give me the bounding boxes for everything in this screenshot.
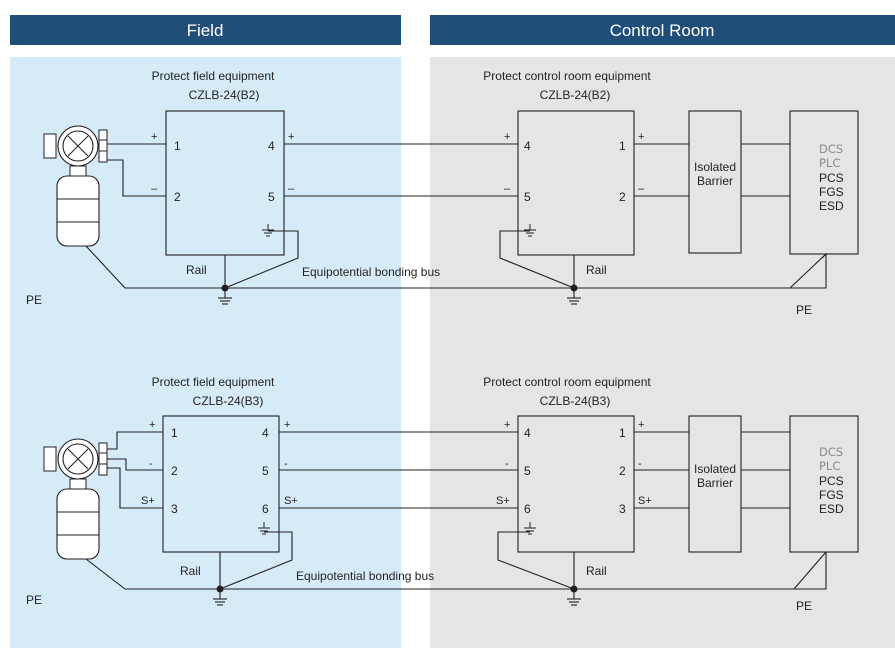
pin-label: 6	[524, 502, 531, 516]
system-label: DCS	[819, 445, 843, 459]
field-header	[10, 15, 401, 45]
system-label: ESD	[819, 199, 844, 213]
barrier-label: Barrier	[697, 476, 733, 490]
pin-label: 4	[524, 426, 531, 440]
polarity-label: -	[638, 458, 642, 470]
pin-label: 4	[268, 139, 275, 153]
polarity-label: –	[504, 183, 511, 195]
polarity-label: +	[284, 419, 290, 431]
bus-label: Equipotential bonding bus	[302, 265, 440, 279]
system-label: ESD	[819, 502, 844, 516]
rail-label: Rail	[180, 564, 201, 578]
top-isolated-barrier	[688, 110, 742, 254]
field-header-label: Field	[187, 21, 224, 40]
pin-label: 3	[171, 502, 178, 516]
pe-label: PE	[26, 593, 42, 607]
top-control-protector	[517, 110, 635, 256]
pin-label: 2	[171, 464, 178, 478]
rail-label: Rail	[586, 564, 607, 578]
polarity-label: +	[638, 131, 644, 143]
pin-label: 4	[524, 139, 531, 153]
control-room-panel	[430, 57, 895, 648]
system-label: PLC	[819, 156, 840, 170]
polarity-label: -	[505, 458, 509, 470]
top-control-system	[789, 110, 859, 255]
polarity-label: +	[149, 419, 155, 431]
system-label: FGS	[819, 185, 844, 199]
bus-label: Equipotential bonding bus	[296, 569, 434, 583]
control-room-header	[430, 15, 895, 45]
pin-label: 2	[619, 190, 626, 204]
bottom-diagram: Protect field equipment CZLB-24(B3) Prot…	[26, 375, 859, 613]
polarity-label: S+	[141, 495, 155, 507]
control-room-header-label: Control Room	[610, 21, 715, 40]
barrier-label: Isolated	[694, 462, 736, 476]
pin-label: 1	[174, 139, 181, 153]
pin-label: 5	[524, 464, 531, 478]
polarity-label: S+	[284, 495, 298, 507]
bottom-isolated-barrier	[688, 415, 742, 553]
top-field-model: CZLB-24(B2)	[189, 88, 260, 102]
rail-label: Rail	[186, 263, 207, 277]
polarity-label: S+	[496, 495, 510, 507]
pin-label: 5	[262, 464, 269, 478]
polarity-label: +	[504, 131, 510, 143]
polarity-label: S+	[638, 495, 652, 507]
bottom-field-model: CZLB-24(B3)	[193, 394, 264, 408]
pin-label: 4	[262, 426, 269, 440]
top-diagram: Protect field equipment CZLB-24(B2) Prot…	[26, 69, 859, 317]
bottom-control-model: CZLB-24(B3)	[540, 394, 611, 408]
top-control-title: Protect control room equipment	[483, 69, 651, 83]
pin-label: 6	[262, 502, 269, 516]
polarity-label: +	[504, 419, 510, 431]
bottom-field-title: Protect field equipment	[152, 375, 275, 389]
pin-label: 2	[619, 464, 626, 478]
system-label: FGS	[819, 488, 844, 502]
barrier-label: Barrier	[697, 174, 733, 188]
system-label: PCS	[819, 171, 844, 185]
pin-label: 1	[619, 426, 626, 440]
top-field-title: Protect field equipment	[152, 69, 275, 83]
pin-label: 1	[171, 426, 178, 440]
pin-label: 3	[619, 502, 626, 516]
polarity-label: +	[288, 131, 294, 143]
polarity-label: -	[284, 458, 288, 470]
polarity-label: –	[638, 183, 645, 195]
polarity-label: +	[151, 131, 157, 143]
pin-label: 5	[268, 190, 275, 204]
pe-label: PE	[26, 293, 42, 307]
pe-label: PE	[796, 599, 812, 613]
bottom-field-protector	[162, 415, 280, 553]
system-label: PLC	[819, 459, 840, 473]
polarity-label: -	[149, 458, 153, 470]
bottom-control-protector	[517, 415, 635, 553]
top-control-model: CZLB-24(B2)	[540, 88, 611, 102]
system-label: DCS	[819, 142, 843, 156]
bottom-control-system	[789, 415, 859, 553]
bottom-control-title: Protect control room equipment	[483, 375, 651, 389]
polarity-label: –	[151, 183, 158, 195]
rail-label: Rail	[586, 263, 607, 277]
barrier-label: Isolated	[694, 160, 736, 174]
pin-label: 5	[524, 190, 531, 204]
polarity-label: –	[288, 183, 295, 195]
polarity-label: +	[638, 419, 644, 431]
system-label: PCS	[819, 474, 844, 488]
pin-label: 2	[174, 190, 181, 204]
pin-label: 1	[619, 139, 626, 153]
pe-label: PE	[796, 303, 812, 317]
